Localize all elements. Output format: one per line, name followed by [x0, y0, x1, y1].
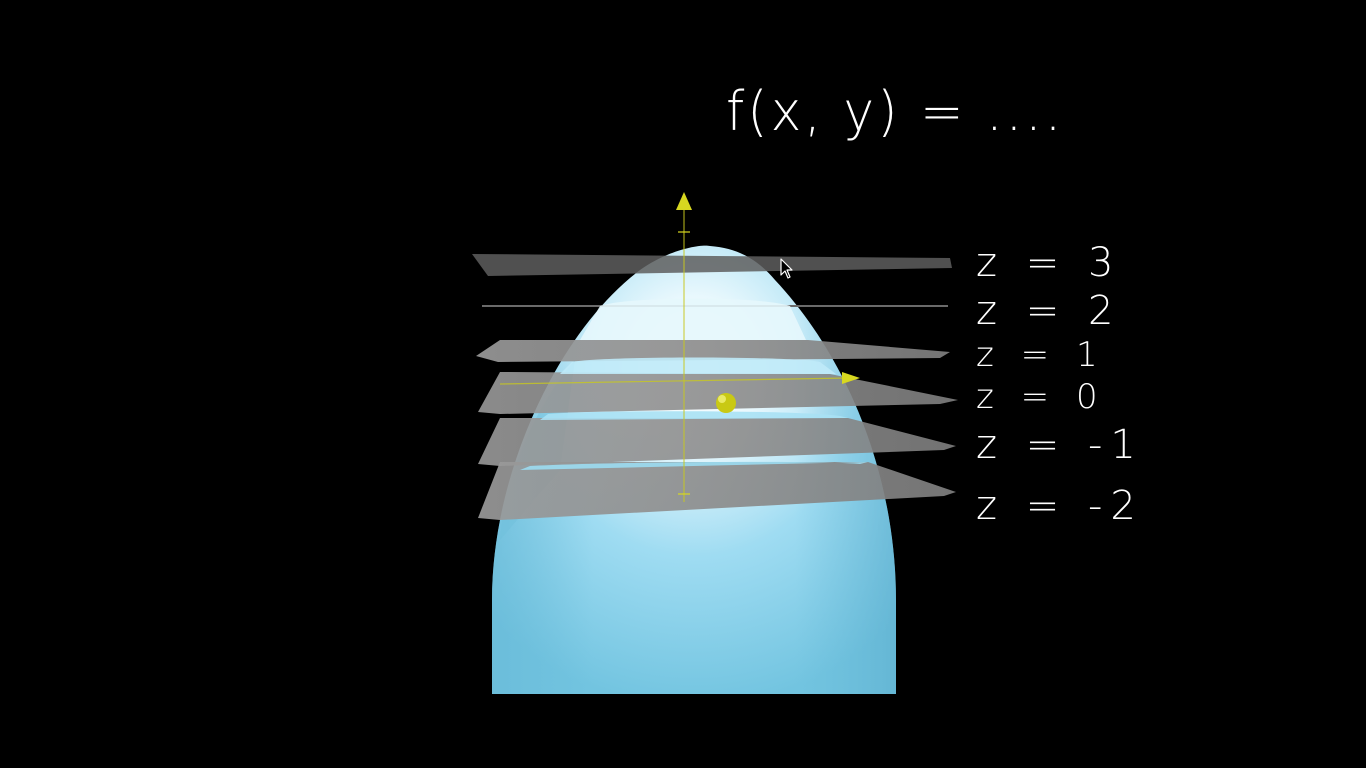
- origin-marker: [716, 393, 736, 413]
- level-label-z1: z = 1: [976, 335, 1106, 375]
- z-axis: [676, 192, 692, 502]
- level-label-z0: z = 0: [976, 377, 1106, 417]
- level-plane-zm2: [478, 462, 956, 520]
- level-plane-z1: [476, 340, 950, 362]
- function-equation: f(x, y) = ....: [726, 80, 1065, 144]
- x-axis-arrow-icon: [842, 372, 860, 384]
- level-label-z2: z = 2: [976, 288, 1122, 334]
- mouse-pointer-icon: [780, 258, 793, 279]
- surface-bands: [520, 298, 868, 470]
- x-axis: [499, 372, 860, 385]
- level-plane-z3: [472, 254, 952, 276]
- z-axis-arrow-icon: [676, 192, 692, 210]
- level-label-z-minus-1: z = -1: [976, 422, 1144, 468]
- level-label-z-minus-2: z = -2: [976, 483, 1144, 529]
- level-label-z3: z = 3: [976, 240, 1122, 286]
- level-plane-zm1: [478, 418, 956, 466]
